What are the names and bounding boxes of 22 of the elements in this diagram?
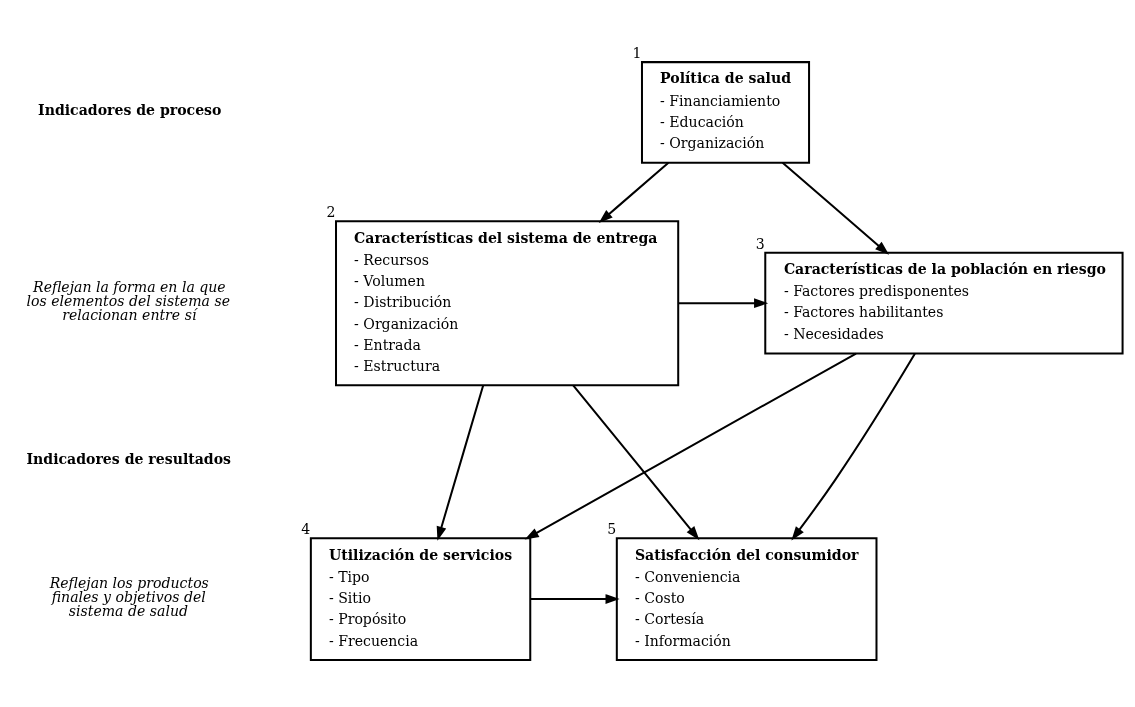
node-box: Características del sistema de entrega - Recursos - Volumen - Distribución - Organización - Entrada - Estructura — [335, 220, 680, 387]
node-box: Política de salud - Financiamiento - Educación - Organización — [640, 61, 811, 164]
arrow — [678, 298, 769, 309]
node-label: 3 — [755, 236, 765, 253]
label: Indicadores de proceso — [38, 102, 222, 119]
node-label: 1 — [632, 45, 642, 62]
arrow — [572, 384, 700, 541]
label: Indicadores de resultados — [26, 451, 232, 468]
arrow — [791, 353, 916, 541]
arrow — [436, 384, 485, 541]
label: Reflejan los productos finales y objetivos del sistema de salud — [49, 575, 209, 620]
label: Reflejan la forma en la que los elementos del sistema se relacionan entre sí — [26, 279, 230, 324]
arrow — [781, 162, 890, 255]
node-box: Satisfacción del consumidor - Conveniencia - Costo - Cortesía - Información — [615, 537, 878, 661]
node-label: 4 — [301, 521, 311, 538]
node-label: 2 — [326, 204, 336, 221]
node-label: 5 — [607, 521, 617, 538]
node-box: Utilización de servicios - Tipo - Sitio - Propósito - Frecuencia — [309, 537, 532, 661]
node-box: Características de la población en riesgo - Factores predisponentes - Factores habilitantes - Necesidades — [764, 251, 1124, 355]
arrow — [598, 162, 670, 223]
arrow — [530, 594, 620, 604]
arrow — [524, 352, 857, 540]
